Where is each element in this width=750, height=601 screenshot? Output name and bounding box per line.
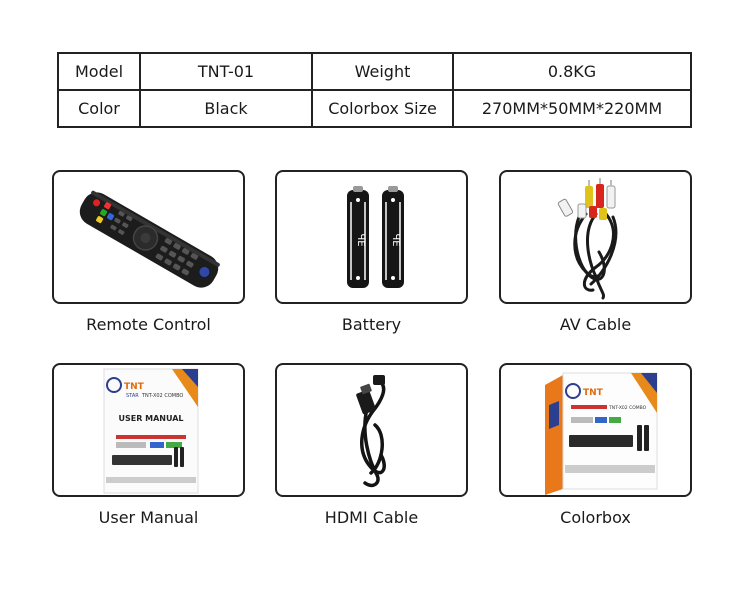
av-cable-image xyxy=(499,170,692,304)
svg-text:TNT: TNT xyxy=(583,388,604,398)
item-remote-control: Remote Control xyxy=(52,170,245,334)
spec-row-color: Color Black Colorbox Size 270MM*50MM*220… xyxy=(57,89,692,128)
svg-text:TNT: TNT xyxy=(124,382,145,392)
av-cable-icon xyxy=(557,178,618,300)
av-cable-label: AV Cable xyxy=(559,315,632,334)
hdmi-cable-icon xyxy=(356,375,386,488)
user-manual-label: User Manual xyxy=(98,508,199,527)
spec-row-model: Model TNT-01 Weight 0.8KG xyxy=(57,52,692,91)
svg-text:TNT-X02 COMBO: TNT-X02 COMBO xyxy=(608,405,647,411)
colorbox-icon: TNT TNT-X02 COMBO xyxy=(545,372,658,495)
item-battery: ЧЕ ЧЕ Battery xyxy=(275,170,468,334)
svg-text:TNT-X02 COMBO: TNT-X02 COMBO xyxy=(141,393,183,399)
spec-label-color: Color xyxy=(57,89,141,128)
remote-control-label: Remote Control xyxy=(86,315,211,334)
svg-text:ЧЕ: ЧЕ xyxy=(355,233,366,246)
spec-value-weight: 0.8KG xyxy=(452,52,692,91)
svg-text:USER MANUAL: USER MANUAL xyxy=(118,414,183,423)
item-av-cable: AV Cable xyxy=(499,170,692,334)
remote-control-image xyxy=(52,170,245,304)
user-manual-icon: TNT STAR TNT-X02 COMBO USER MANUAL xyxy=(103,368,199,494)
svg-text:STAR: STAR xyxy=(126,393,139,399)
colorbox-label: Colorbox xyxy=(560,508,631,527)
spec-table: Model TNT-01 Weight 0.8KG Color Black Co… xyxy=(57,52,692,128)
hdmi-cable-image xyxy=(275,363,468,497)
spec-label-colorbox-size: Colorbox Size xyxy=(311,89,454,128)
spec-label-weight: Weight xyxy=(311,52,454,91)
spec-value-color: Black xyxy=(139,89,313,128)
battery-image: ЧЕ ЧЕ xyxy=(275,170,468,304)
svg-text:ЧЕ: ЧЕ xyxy=(390,233,401,246)
spec-value-model: TNT-01 xyxy=(139,52,313,91)
remote-control-icon xyxy=(79,190,220,288)
user-manual-image: TNT STAR TNT-X02 COMBO USER MANUAL xyxy=(52,363,245,497)
item-user-manual: TNT STAR TNT-X02 COMBO USER MANUAL User … xyxy=(52,363,245,527)
colorbox-image: TNT TNT-X02 COMBO xyxy=(499,363,692,497)
battery-icon: ЧЕ ЧЕ xyxy=(347,186,404,288)
hdmi-cable-label: HDMI Cable xyxy=(324,508,419,527)
item-colorbox: TNT TNT-X02 COMBO Colorbox xyxy=(499,363,692,527)
spec-value-colorbox-size: 270MM*50MM*220MM xyxy=(452,89,692,128)
item-hdmi-cable: HDMI Cable xyxy=(275,363,468,527)
spec-label-model: Model xyxy=(57,52,141,91)
battery-label: Battery xyxy=(341,315,402,334)
